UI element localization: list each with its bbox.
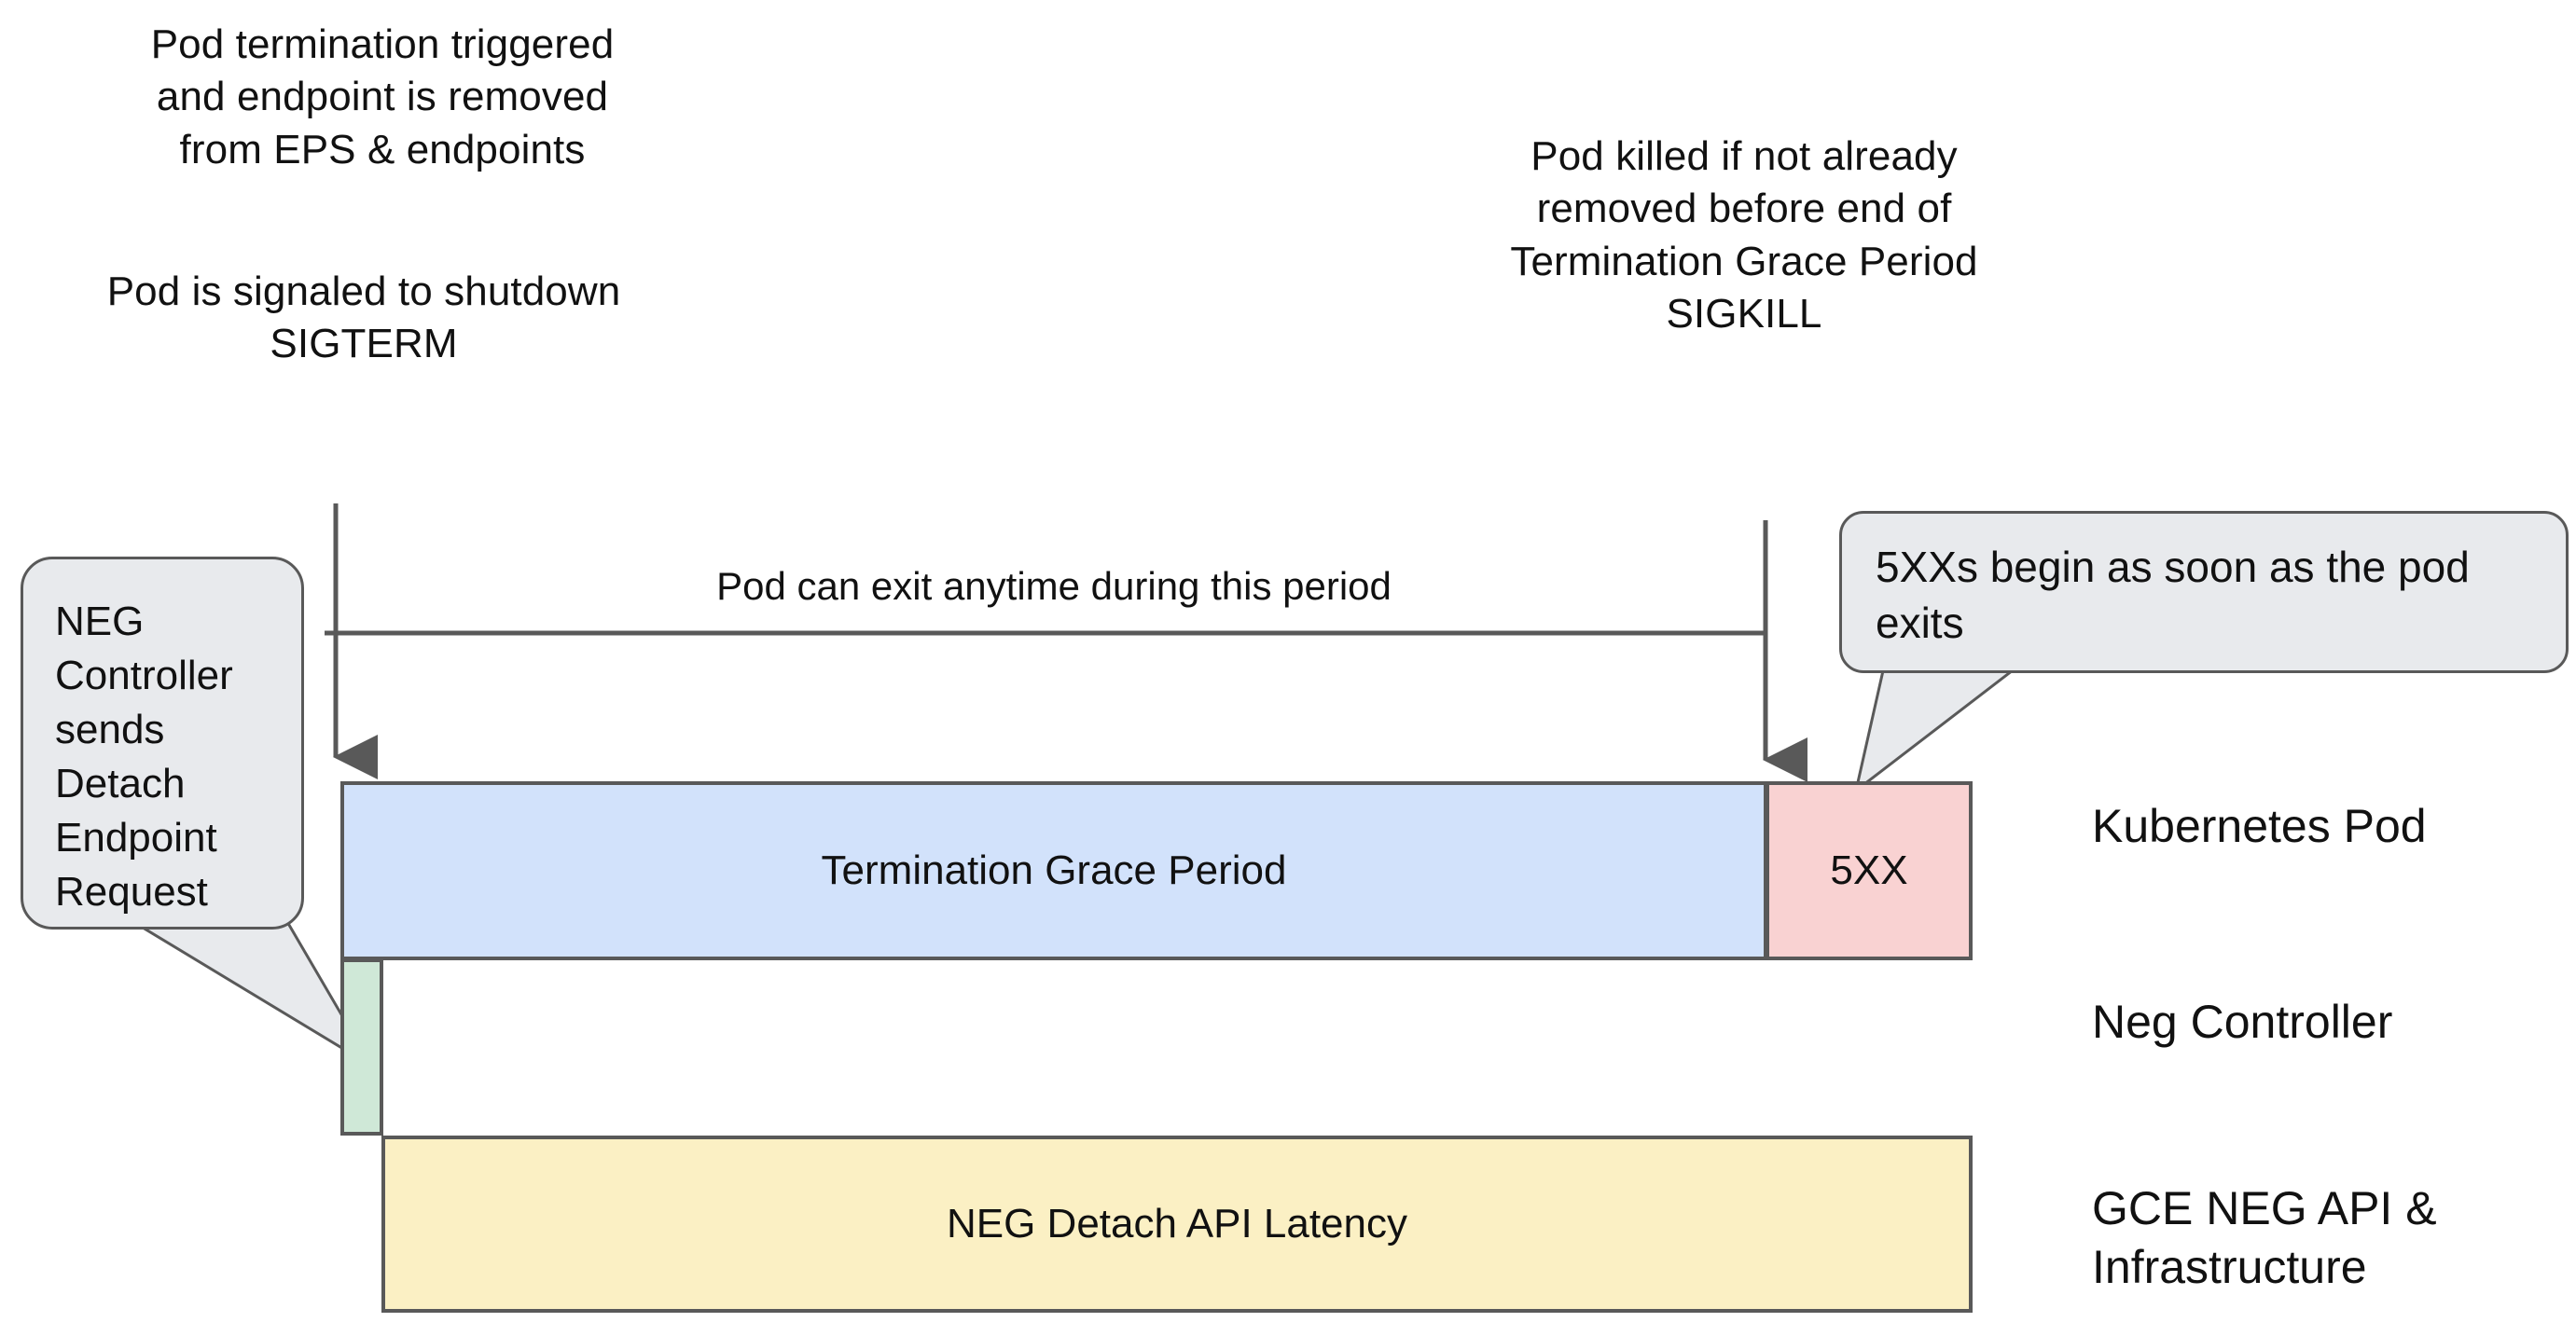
note-pod-termination-triggered: Pod termination triggered and endpoint i… [150, 21, 615, 172]
lane-label-neg-controller: Neg Controller [2092, 996, 2393, 1048]
bar-termination-grace-period[interactable]: Termination Grace Period [340, 781, 1767, 960]
callout-neg-controller[interactable]: NEG Controller sends Detach Endpoint Req… [21, 557, 304, 930]
callout-text-5xx: 5XXs begin as soon as the pod exits [1876, 543, 2470, 647]
bar-label-5xx: 5XX [1830, 847, 1908, 893]
bar-label-neg-detach-api-latency: NEG Detach API Latency [946, 1201, 1408, 1246]
callout-tail-icon-5xx [1853, 665, 2021, 794]
caption-pod-can-exit: Pod can exit anytime during this period [716, 564, 1392, 608]
lane-label-kubernetes-pod: Kubernetes Pod [2092, 800, 2427, 852]
callout-tail-icon-neg [111, 907, 373, 1067]
note-sigterm: Pod is signaled to shutdown SIGTERM [106, 269, 621, 367]
callout-text-neg-controller: NEG Controller sends Detach Endpoint Req… [55, 599, 233, 916]
bar-5xx[interactable]: 5XX [1766, 781, 1973, 960]
lane-label-gce-neg-api: GCE NEG API & Infrastructure [2092, 1182, 2437, 1293]
bar-label-termination-grace-period: Termination Grace Period [821, 847, 1287, 893]
note-sigkill: Pod killed if not already removed before… [1510, 133, 1978, 337]
bar-neg-detach-request[interactable] [340, 958, 383, 1136]
callout-5xx[interactable]: 5XXs begin as soon as the pod exits [1839, 511, 2569, 673]
bar-neg-detach-api-latency[interactable]: NEG Detach API Latency [381, 1136, 1973, 1313]
